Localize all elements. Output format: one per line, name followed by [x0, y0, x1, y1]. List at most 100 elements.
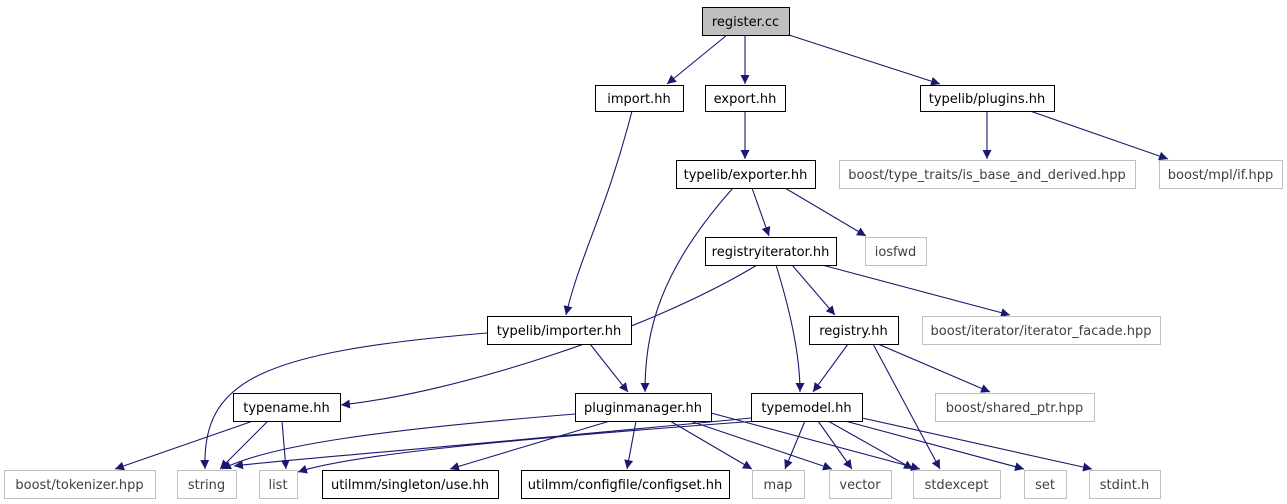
node-shared-ptr: boost/shared_ptr.hpp	[935, 393, 1095, 422]
node-box	[233, 393, 341, 422]
node-map: map	[752, 470, 805, 499]
edge-pluginmanager_hh-to-string	[221, 413, 576, 470]
node-label: string	[188, 478, 225, 493]
edge-registry_hh-to-stdexcept	[872, 343, 941, 470]
node-layer: register.cc import.hh export.hh typelib/plu…	[4, 7, 1283, 499]
node-label: utilmm/configfile/configset.hh	[528, 478, 723, 493]
node-label: typelib/importer.hh	[497, 324, 622, 339]
node-stdint: stdint.h	[1089, 470, 1161, 499]
node-is-base-and-derived: boost/type_traits/is_base_and_derived.hp…	[839, 160, 1136, 189]
edge-typemodel_hh-to-vector	[817, 420, 853, 470]
node-exporter-hh[interactable]: typelib/exporter.hh	[676, 160, 816, 189]
edge-pluginmanager_hh-to-configset	[624, 420, 637, 470]
node-label: boost/mpl/if.hpp	[1168, 168, 1273, 183]
node-label: registryiterator.hh	[712, 245, 830, 260]
node-box	[913, 470, 1001, 499]
node-label: stdint.h	[1100, 478, 1149, 493]
node-registryiterator-hh[interactable]: registryiterator.hh	[705, 237, 837, 266]
node-register-cc[interactable]: register.cc	[702, 7, 790, 36]
node-pluginmanager-hh[interactable]: pluginmanager.hh	[575, 393, 712, 422]
node-typename-hh[interactable]: typename.hh	[233, 393, 341, 422]
node-label: pluginmanager.hh	[584, 401, 702, 416]
node-set: set	[1024, 470, 1067, 499]
node-label: vector	[839, 478, 881, 493]
edge-pluginmanager_hh-to-map	[669, 420, 753, 470]
node-box	[702, 7, 790, 36]
node-string: string	[177, 470, 237, 499]
node-label: typelib/exporter.hh	[684, 168, 808, 183]
edge-typemodel_hh-to-map	[784, 420, 806, 470]
edge-exporter_hh-to-pluginmanager_hh	[640, 187, 734, 393]
node-vector: vector	[829, 470, 892, 499]
node-label: import.hh	[607, 92, 671, 107]
node-box	[865, 237, 927, 266]
node-importer-hh[interactable]: typelib/importer.hh	[487, 316, 632, 345]
node-list: list	[259, 470, 298, 499]
node-box	[521, 470, 730, 499]
node-configset[interactable]: utilmm/configfile/configset.hh	[521, 470, 730, 499]
node-label: boost/tokenizer.hpp	[15, 478, 143, 493]
node-label: typelib/plugins.hh	[929, 92, 1046, 107]
node-box	[1159, 160, 1283, 189]
edge-register_cc-to-import_hh	[666, 34, 728, 85]
node-label: register.cc	[712, 15, 779, 30]
edge-typename_hh-to-list	[280, 420, 290, 470]
node-label: boost/iterator/iterator_facade.hpp	[931, 324, 1152, 339]
edge-register_cc-to-plugins_hh	[788, 34, 941, 86]
node-label: registry.hh	[819, 324, 888, 339]
edge-typemodel_hh-to-stdint	[861, 417, 1093, 472]
node-tokenizer: boost/tokenizer.hpp	[4, 470, 156, 499]
node-label: map	[764, 478, 793, 493]
node-label: utilmm/singleton/use.hh	[331, 478, 489, 493]
node-box	[487, 316, 632, 345]
node-registry-hh[interactable]: registry.hh	[809, 316, 899, 345]
edge-import_hh-to-importer_hh	[563, 110, 633, 316]
node-label: stdexcept	[925, 478, 989, 493]
edge-registryiterator_hh-to-typename_hh	[340, 264, 758, 409]
edge-registryiterator_hh-to-typemodel_hh	[775, 264, 805, 393]
edge-registryiterator_hh-to-registry_hh	[791, 264, 836, 316]
node-box	[920, 85, 1055, 112]
node-stdexcept: stdexcept	[913, 470, 1001, 499]
edge-plugins_hh-to-mpl_if	[1029, 110, 1169, 161]
node-box	[259, 470, 298, 499]
node-label: iosfwd	[875, 245, 917, 260]
node-box	[922, 316, 1161, 345]
edge-registry_hh-to-typemodel_hh	[812, 343, 849, 393]
node-box	[705, 237, 837, 266]
node-export-hh[interactable]: export.hh	[705, 85, 786, 112]
node-box	[752, 470, 805, 499]
edge-pluginmanager_hh-to-singleton_use	[449, 420, 611, 471]
node-box	[829, 470, 892, 499]
edge-typemodel_hh-to-string	[233, 417, 752, 470]
edge-exporter_hh-to-registryiterator_hh	[751, 187, 771, 237]
node-box	[177, 470, 237, 499]
node-box	[595, 85, 684, 112]
node-label: set	[1035, 478, 1055, 493]
edge-typename_hh-to-string	[219, 420, 269, 470]
node-box	[575, 393, 712, 422]
node-label: boost/type_traits/is_base_and_derived.hp…	[848, 168, 1126, 183]
node-iosfwd: iosfwd	[865, 237, 927, 266]
edge-typemodel_hh-to-stdexcept	[827, 420, 914, 470]
node-typemodel-hh[interactable]: typemodel.hh	[751, 393, 863, 422]
node-box	[4, 470, 156, 499]
edge-exporter_hh-to-iosfwd	[784, 187, 867, 237]
edge-typemodel_hh-to-set	[844, 420, 1025, 472]
edge-importer_hh-to-pluginmanager_hh	[589, 343, 629, 393]
node-label: export.hh	[714, 92, 777, 107]
node-box	[322, 470, 499, 499]
node-box	[1089, 470, 1161, 499]
node-box	[839, 160, 1136, 189]
node-label: boost/shared_ptr.hpp	[946, 401, 1084, 416]
node-box	[935, 393, 1095, 422]
edge-registryiterator_hh-to-iterator_facade	[821, 264, 1011, 318]
node-label: list	[268, 478, 287, 493]
edge-typename_hh-to-tokenizer	[114, 420, 254, 471]
node-iterator-facade: boost/iterator/iterator_facade.hpp	[922, 316, 1161, 345]
node-import-hh[interactable]: import.hh	[595, 85, 684, 112]
node-singleton-use[interactable]: utilmm/singleton/use.hh	[322, 470, 499, 499]
node-plugins-hh[interactable]: typelib/plugins.hh	[920, 85, 1055, 112]
edge-typemodel_hh-to-list	[297, 420, 758, 474]
